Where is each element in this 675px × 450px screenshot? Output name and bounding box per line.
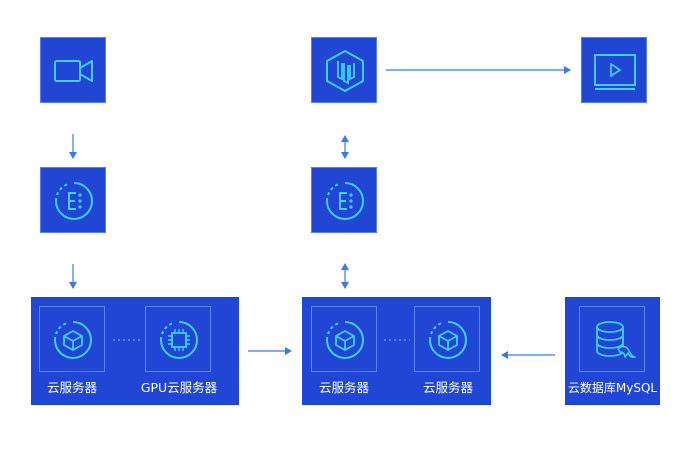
cloud-server-label: 云服务器 — [422, 380, 473, 395]
elastic-service-node-middle — [311, 167, 377, 233]
node-link-dots — [113, 339, 141, 341]
mysql-database-node — [579, 306, 645, 372]
playback-node — [581, 37, 647, 103]
cloud-server-node — [414, 306, 480, 372]
gpu-server-node — [145, 306, 211, 372]
processing-node — [311, 37, 377, 103]
video-camera-icon — [54, 60, 93, 82]
gpu-server-label: GPU云服务器 — [140, 380, 218, 395]
elastic-service-icon — [325, 182, 364, 220]
cloud-server-node — [311, 306, 377, 372]
server-group-left: 云服务器 GPU云服务器 — [31, 297, 239, 405]
elastic-service-icon — [54, 182, 93, 220]
database-label: 云数据库MySQL — [567, 381, 658, 395]
database-group: 云数据库MySQL — [565, 297, 660, 405]
server-group-middle: 云服务器 云服务器 — [302, 297, 491, 405]
video-player-icon — [594, 54, 636, 90]
mysql-database-icon — [596, 321, 636, 358]
gpu-chip-icon — [159, 321, 198, 359]
cloud-server-label: 云服务器 — [318, 380, 369, 395]
cloud-server-icon — [428, 321, 467, 359]
video-source-node — [40, 37, 106, 103]
cloud-server-icon — [53, 321, 92, 359]
node-link-dots — [384, 339, 410, 341]
cloud-server-icon — [325, 321, 364, 359]
cube-stack-icon — [326, 50, 364, 92]
cloud-server-label: 云服务器 — [46, 380, 97, 395]
elastic-service-node-left — [40, 167, 106, 233]
cloud-server-node — [39, 306, 105, 372]
